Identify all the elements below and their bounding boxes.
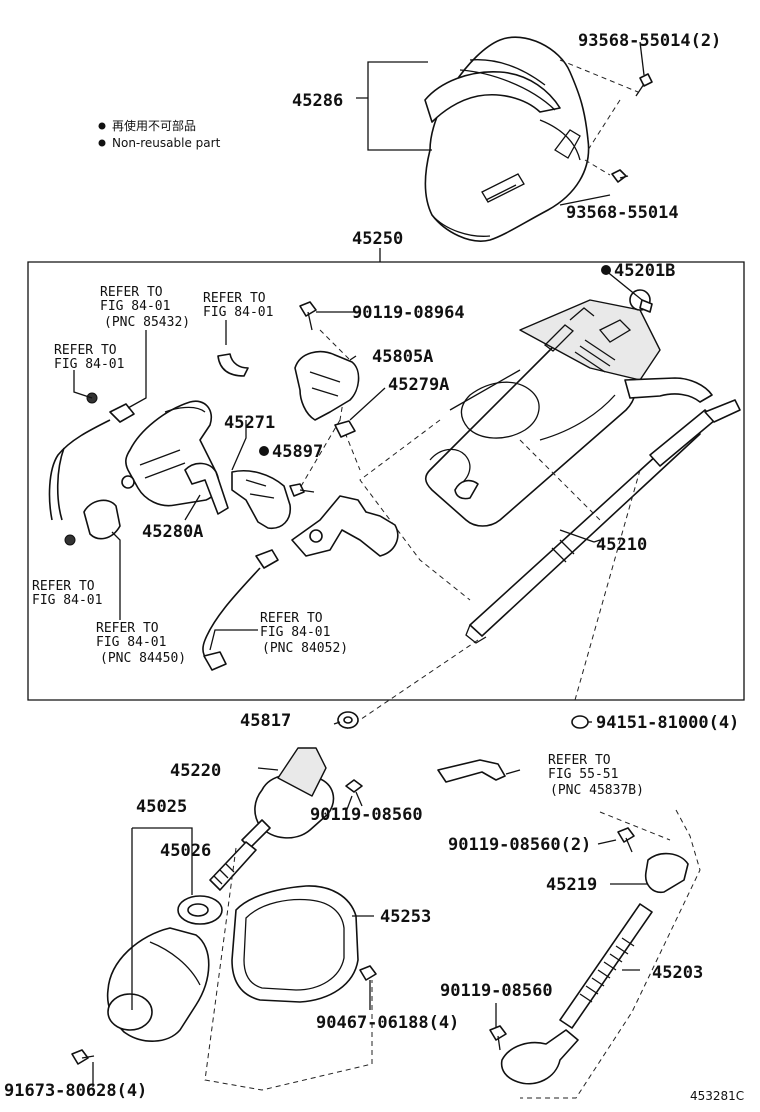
label-93568-55014-2: 93568-55014(2): [578, 31, 721, 51]
ref7-line3: (PNC 45837B): [550, 783, 644, 798]
legend-bullet-ja: [98, 122, 106, 130]
clip-94151-81000[interactable]: [571, 715, 589, 729]
label-45279A: 45279A: [388, 375, 449, 395]
ref4-line2: FIG 84-01: [32, 593, 102, 608]
column-cover-45286[interactable]: [424, 36, 590, 242]
nut-90467-06188[interactable]: [359, 965, 377, 981]
bolt-91673-80628[interactable]: [71, 1049, 95, 1065]
screw-93568-55014-top[interactable]: [635, 73, 653, 97]
bolt-90119-08560-pair[interactable]: [617, 827, 635, 853]
ref2-line1: REFER TO: [203, 291, 266, 306]
label-45210: 45210: [596, 535, 647, 555]
non-reusable-bullet-45897: [259, 446, 269, 456]
column-assembly-45250[interactable]: [424, 289, 713, 527]
label-90119-08964: 90119-08964: [352, 303, 465, 323]
label-45025: 45025: [136, 797, 187, 817]
tilt-lever[interactable]: [291, 495, 399, 557]
label-45805A: 45805A: [372, 347, 433, 367]
clip-ring[interactable]: [217, 353, 249, 377]
label-45817: 45817: [240, 711, 291, 731]
bushing-45817[interactable]: [337, 711, 359, 729]
cover-plate-45253[interactable]: [231, 885, 359, 1003]
main-shaft-45210[interactable]: [465, 399, 741, 644]
legend-bullet-en: [98, 139, 106, 147]
label-90467-06188-4: 90467-06188(4): [316, 1013, 459, 1033]
bolt-45897[interactable]: [289, 483, 315, 497]
ref4-line1: REFER TO: [32, 579, 95, 594]
boot-45025[interactable]: [106, 927, 210, 1042]
label-45897: 45897: [272, 442, 323, 462]
key-switch-bracket[interactable]: [64, 499, 121, 546]
block-45279A[interactable]: [334, 420, 356, 438]
ref5-line3: (PNC 84450): [100, 651, 186, 666]
non-reusable-bullet-45201B: [601, 265, 611, 275]
ref2-line2: FIG 84-01: [203, 305, 273, 320]
label-93568-55014: 93568-55014: [566, 203, 679, 223]
yoke-45219[interactable]: [644, 852, 689, 894]
wire-switch-left[interactable]: [48, 392, 135, 521]
ref6-line2: FIG 84-01: [260, 625, 330, 640]
label-91673-80628-4: 91673-80628(4): [4, 1081, 147, 1101]
ref6-line1: REFER TO: [260, 611, 323, 626]
label-45219: 45219: [546, 875, 597, 895]
legend-en: Non-reusable part: [112, 136, 221, 150]
ref1-line3: (PNC 85432): [104, 315, 190, 330]
seal-45026[interactable]: [177, 895, 223, 925]
figure-code: 453281C: [690, 1089, 744, 1103]
label-94151-81000-4: 94151-81000(4): [596, 713, 739, 733]
clamp-45805A[interactable]: [294, 351, 360, 421]
bolt-90119-08964[interactable]: [299, 301, 317, 331]
wire-switch-lower[interactable]: [202, 549, 279, 671]
bracket-45837B[interactable]: [437, 759, 506, 783]
bracket-45271[interactable]: [231, 470, 292, 530]
ref7-line1: REFER TO: [548, 753, 611, 768]
label-45271: 45271: [224, 413, 275, 433]
label-45026: 45026: [160, 841, 211, 861]
bolt-90119-08560-lower[interactable]: [489, 1025, 507, 1051]
ref3-line2: FIG 84-01: [54, 357, 124, 372]
bolt-90119-08560-upper[interactable]: [345, 779, 363, 807]
label-90119-08560-2: 90119-08560(2): [448, 835, 591, 855]
small-clip-45201B[interactable]: [639, 299, 653, 313]
label-45286: 45286: [292, 91, 343, 111]
lower-shaft-45203[interactable]: [500, 903, 653, 1085]
ref3-line1: REFER TO: [54, 343, 117, 358]
label-45220: 45220: [170, 761, 221, 781]
label-45250: 45250: [352, 229, 403, 249]
ref1-line1: REFER TO: [100, 285, 163, 300]
label-90119-08560-a: 90119-08560: [310, 805, 423, 825]
label-45280A: 45280A: [142, 522, 203, 542]
intermediate-shaft-45220[interactable]: [209, 747, 335, 891]
ref5-line2: FIG 84-01: [96, 635, 166, 650]
legend-ja: 再使用不可部品: [112, 118, 196, 133]
ref6-line3: (PNC 84052): [262, 641, 348, 656]
label-90119-08560-b: 90119-08560: [440, 981, 553, 1001]
label-45253: 45253: [380, 907, 431, 927]
label-45203: 45203: [652, 963, 703, 983]
label-45201B: 45201B: [614, 261, 675, 281]
ref1-line2: FIG 84-01: [100, 299, 170, 314]
ref5-line1: REFER TO: [96, 621, 159, 636]
screw-93568-55014-right[interactable]: [611, 169, 629, 183]
lock-housing-45280A[interactable]: [121, 400, 229, 515]
ref7-line2: FIG 55-51: [548, 767, 618, 782]
